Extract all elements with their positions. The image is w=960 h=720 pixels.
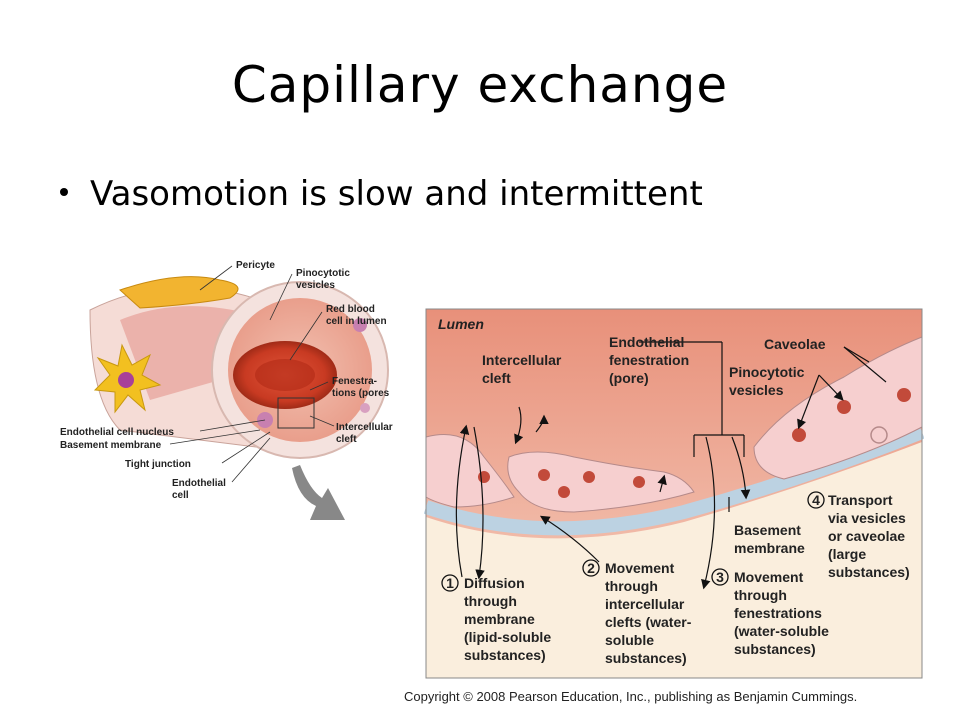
label-rbc-line2: cell in lumen [326, 316, 387, 327]
svg-text:Movement: Movement [734, 569, 804, 585]
label-intercellular-cleft-line1: Intercellular [482, 352, 562, 368]
svg-text:Movement: Movement [605, 560, 675, 576]
svg-text:(water-soluble: (water-soluble [734, 623, 829, 639]
endothelial-cell-middle [507, 451, 695, 513]
route-3: 3 Movement through fenestrations (water-… [711, 568, 829, 657]
capillary-cross-section-diagram: Pericyte Pinocytotic vesicles Red blood … [60, 260, 393, 520]
bullet-point: Vasomotion is slow and intermittent [60, 174, 703, 214]
label-pinocytotic-line2: vesicles [729, 382, 784, 398]
svg-text:through: through [464, 593, 517, 609]
svg-text:2: 2 [587, 560, 595, 576]
svg-text:Transport: Transport [828, 492, 893, 508]
svg-text:via vesicles: via vesicles [828, 510, 906, 526]
endothelial-cell-left [425, 434, 515, 508]
route-2: 2 Movement through intercellular clefts … [582, 559, 692, 666]
label-pinocytotic-line2: vesicles [296, 280, 335, 291]
label-fenestration-line2: fenestration [609, 352, 689, 368]
svg-text:substances): substances) [734, 641, 816, 657]
svg-text:Diffusion: Diffusion [464, 575, 525, 591]
label-endothelial-nucleus: Endothelial cell nucleus [60, 427, 174, 438]
label-fenestration-line3: (pore) [609, 370, 649, 386]
pericyte-cell [119, 276, 239, 309]
label-endothelial-cell-line1: Endothelial [172, 478, 226, 489]
label-basement-line2: membrane [734, 540, 805, 556]
label-cleft-line1: Intercellular [336, 422, 393, 433]
svg-text:4: 4 [812, 492, 820, 508]
route-4: 4 Transport via vesicles or caveolae (la… [807, 491, 910, 580]
svg-text:3: 3 [716, 569, 724, 585]
svg-text:fenestrations: fenestrations [734, 605, 822, 621]
svg-text:clefts (water-: clefts (water- [605, 614, 692, 630]
exchange-routes-diagram: Lumen Intercellular cleft Endothelial fe… [424, 308, 924, 679]
label-pinocytotic-line1: Pinocytotic [296, 268, 350, 279]
zoom-box [277, 397, 315, 429]
svg-text:substances): substances) [464, 647, 546, 663]
interstitial-region [426, 442, 922, 678]
svg-text:intercellular: intercellular [605, 596, 685, 612]
label-endothelial-cell-line2: cell [172, 490, 189, 501]
route-1: 1 Diffusion through membrane (lipid-solu… [441, 574, 551, 663]
label-intercellular-cleft-line2: cleft [482, 370, 511, 386]
zoom-arrow [292, 465, 345, 520]
svg-text:(large: (large [828, 546, 866, 562]
label-lumen: Lumen [438, 316, 484, 332]
label-basement-membrane: Basement membrane [60, 440, 162, 451]
svg-text:or caveolae: or caveolae [828, 528, 905, 544]
svg-text:(lipid-soluble: (lipid-soluble [464, 629, 551, 645]
svg-text:through: through [605, 578, 658, 594]
label-fenestrations-line1: Fenestra- [332, 376, 377, 387]
label-fenestrations-line2: tions (pores [332, 388, 390, 399]
svg-text:1: 1 [446, 575, 454, 591]
copyright-notice: Copyright © 2008 Pearson Education, Inc.… [404, 689, 858, 704]
bullet-dot [60, 187, 68, 196]
label-cleft-line2: cleft [336, 434, 357, 445]
label-basement-line1: Basement [734, 522, 801, 538]
svg-text:through: through [734, 587, 787, 603]
star-cell-nucleus [118, 372, 134, 388]
svg-text:membrane: membrane [464, 611, 535, 627]
svg-text:substances): substances) [828, 564, 910, 580]
label-fenestration-line1: Endothelial [609, 334, 684, 350]
label-pericyte: Pericyte [236, 260, 275, 271]
label-rbc-line1: Red blood [326, 304, 375, 315]
bullet-text: Vasomotion is slow and intermittent [90, 174, 703, 214]
label-caveolae: Caveolae [764, 336, 826, 352]
svg-text:soluble: soluble [605, 632, 654, 648]
slide-title: Capillary exchange [231, 56, 729, 114]
svg-text:substances): substances) [605, 650, 687, 666]
basement-membrane-band [424, 425, 924, 536]
label-tight-junction: Tight junction [125, 459, 191, 470]
label-pinocytotic-line1: Pinocytotic [729, 364, 805, 380]
